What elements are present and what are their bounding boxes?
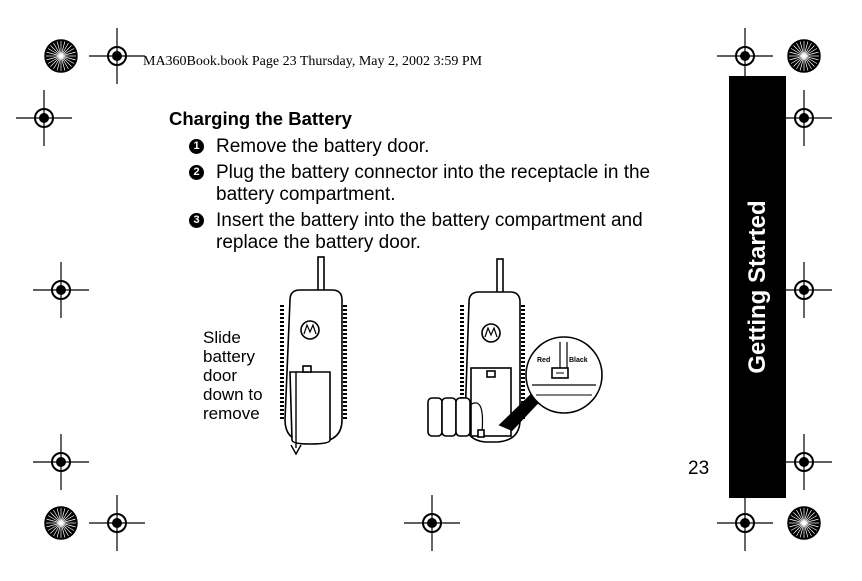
handset-battery-insertion-illustration: Red Black bbox=[427, 258, 603, 443]
section-title: Charging the Battery bbox=[169, 108, 352, 129]
crosshair-target-icon bbox=[776, 90, 832, 146]
crosshair-target-icon bbox=[89, 495, 145, 551]
crosshair-target-icon bbox=[404, 495, 460, 551]
instruction-line: door bbox=[203, 366, 238, 385]
motorola-logo-icon bbox=[481, 323, 501, 343]
instruction-line: battery bbox=[203, 347, 255, 366]
starburst-target-icon bbox=[787, 39, 821, 73]
connector-label-red: Red bbox=[537, 357, 550, 364]
step-text: Insert the battery into the battery comp… bbox=[216, 210, 643, 253]
crosshair-target-icon bbox=[33, 262, 89, 318]
instruction-line: remove bbox=[203, 404, 260, 423]
instruction-line: Slide bbox=[203, 328, 241, 347]
starburst-target-icon bbox=[44, 506, 78, 540]
connector-label-black: Black bbox=[569, 357, 588, 364]
step-text: Remove the battery door. bbox=[216, 136, 430, 157]
instruction-line: down to bbox=[203, 385, 263, 404]
step-text: Plug the battery connector into the rece… bbox=[216, 162, 651, 205]
step-number: 1 bbox=[189, 139, 204, 154]
page-number: 23 bbox=[688, 458, 710, 479]
motorola-logo-icon bbox=[300, 320, 320, 340]
crosshair-target-icon bbox=[717, 28, 773, 84]
starburst-target-icon bbox=[787, 506, 821, 540]
step-number: 2 bbox=[189, 165, 204, 180]
crosshair-target-icon bbox=[89, 28, 145, 84]
crosshair-target-icon bbox=[776, 434, 832, 490]
slide-door-instruction: Slide battery door down to remove bbox=[203, 328, 283, 423]
step-number: 3 bbox=[189, 213, 204, 228]
chapter-tab-label: Getting Started bbox=[743, 200, 771, 374]
handset-door-removal-illustration bbox=[280, 256, 347, 456]
registration-marks bbox=[16, 28, 832, 551]
print-header-line: MA360Book.book Page 23 Thursday, May 2, … bbox=[143, 54, 483, 69]
chapter-side-tab: Getting Started bbox=[729, 76, 786, 498]
crosshair-target-icon bbox=[33, 434, 89, 490]
starburst-target-icon bbox=[44, 39, 78, 73]
crosshair-target-icon bbox=[717, 495, 773, 551]
crosshair-target-icon bbox=[16, 90, 72, 146]
